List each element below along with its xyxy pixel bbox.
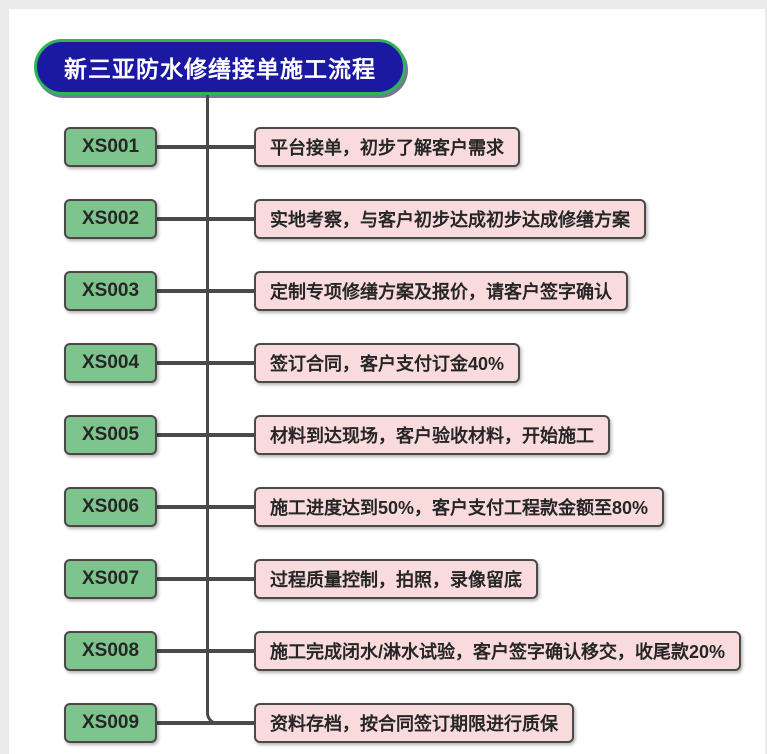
step-code-node[interactable]: XS008 <box>64 631 157 671</box>
flowchart-title-node[interactable]: 新三亚防水修缮接单施工流程 <box>34 39 406 95</box>
step-code-node[interactable]: XS009 <box>64 703 157 743</box>
step-description-node[interactable]: 施工完成闭水/淋水试验，客户签字确认移交，收尾款20% <box>254 631 742 671</box>
step-description-node[interactable]: 平台接单，初步了解客户需求 <box>254 127 520 167</box>
step-description-node[interactable]: 资料存档，按合同签订期限进行质保 <box>254 703 574 743</box>
step-description-node[interactable]: 定制专项修缮方案及报价，请客户签字确认 <box>254 271 628 311</box>
step-code-node[interactable]: XS006 <box>64 487 157 527</box>
connector-row-line <box>157 361 254 365</box>
connector-row-line <box>157 649 254 653</box>
connector-row-line <box>157 433 254 437</box>
step-code-node[interactable]: XS005 <box>64 415 157 455</box>
connector-row-line <box>157 505 254 509</box>
connector-row-line <box>157 145 254 149</box>
step-code-node[interactable]: XS002 <box>64 199 157 239</box>
step-description-node[interactable]: 过程质量控制，拍照，录像留底 <box>254 559 538 599</box>
connector-row-line <box>157 721 254 725</box>
step-description-node[interactable]: 实地考察，与客户初步达成初步达成修缮方案 <box>254 199 646 239</box>
step-description-node[interactable]: 签订合同，客户支付订金40% <box>254 343 521 383</box>
step-description-node[interactable]: 材料到达现场，客户验收材料，开始施工 <box>254 415 610 455</box>
step-code-node[interactable]: XS001 <box>64 127 157 167</box>
step-code-node[interactable]: XS007 <box>64 559 157 599</box>
connector-row-line <box>157 289 254 293</box>
step-code-node[interactable]: XS004 <box>64 343 157 383</box>
step-description-node[interactable]: 施工进度达到50%，客户支付工程款金额至80% <box>254 487 665 527</box>
flowchart-canvas: 新三亚防水修缮接单施工流程 XS001 平台接单，初步了解客户需求 XS002 … <box>9 9 765 754</box>
connector-row-line <box>157 217 254 221</box>
connector-row-line <box>157 577 254 581</box>
step-code-node[interactable]: XS003 <box>64 271 157 311</box>
connector-spine-line <box>205 95 209 711</box>
